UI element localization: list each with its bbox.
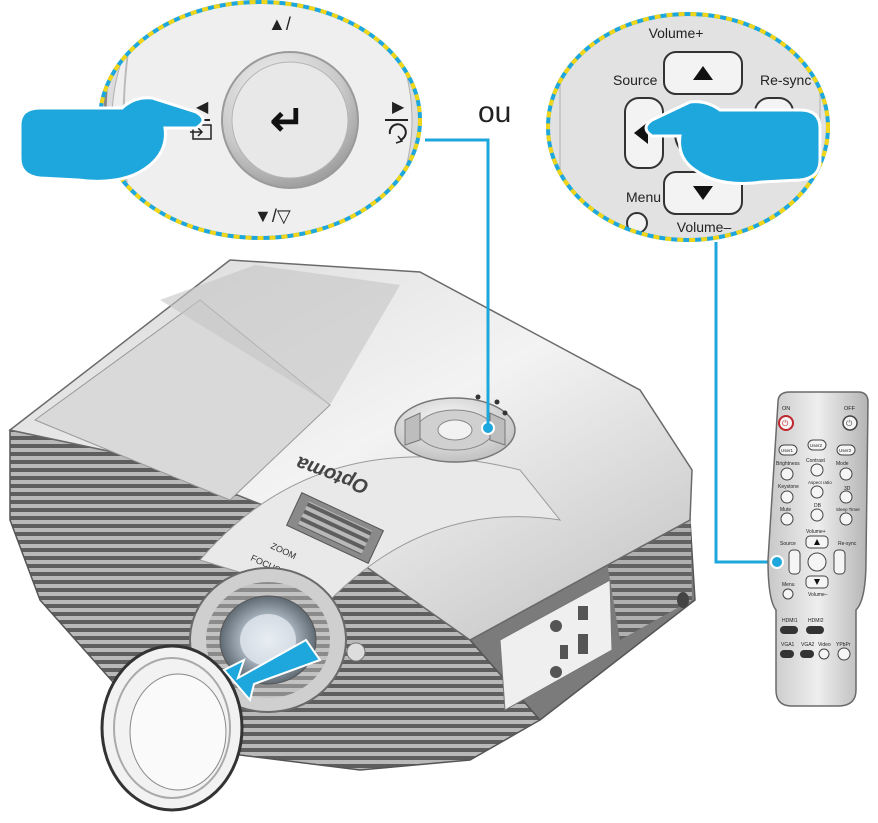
or-label: ou bbox=[478, 96, 511, 129]
user1-button[interactable] bbox=[778, 444, 798, 456]
zoom-volume-up-label: Volume+ bbox=[649, 25, 704, 41]
keypad-zoom-enter-button[interactable]: ↵ bbox=[221, 51, 359, 189]
svg-text:⏻: ⏻ bbox=[782, 419, 789, 428]
remote-volume-up-label: Volume+ bbox=[806, 529, 826, 535]
vga2-button[interactable] bbox=[800, 650, 814, 658]
video-button[interactable] bbox=[818, 648, 830, 660]
ypbpr-label: YPbPr bbox=[836, 642, 851, 648]
remote-menu-label: Menu bbox=[782, 582, 795, 588]
contrast-button[interactable] bbox=[810, 463, 824, 477]
zoom-source-label: Source bbox=[613, 72, 658, 88]
user1-label: User1 bbox=[781, 448, 794, 453]
remote-resync-label: Re-sync bbox=[838, 541, 857, 547]
ypbpr-button[interactable] bbox=[837, 647, 851, 661]
svg-text:⏻: ⏻ bbox=[846, 419, 853, 428]
ir-receiver bbox=[346, 642, 366, 662]
remote-on-label: ON bbox=[782, 406, 790, 412]
remote-menu-button[interactable] bbox=[782, 588, 794, 600]
projector: Optoma ZOOM FOCUS bbox=[8, 259, 696, 812]
pointing-hand-icon bbox=[644, 100, 822, 185]
power-on-button[interactable] bbox=[778, 415, 794, 431]
keypad-zoom-right-resync[interactable]: ▶ bbox=[385, 99, 408, 144]
lens-cap bbox=[100, 644, 244, 812]
user3-label: User3 bbox=[839, 448, 852, 453]
enter-icon: ↵ bbox=[270, 97, 305, 144]
3d-label: 3D bbox=[844, 486, 851, 492]
remote-right-button[interactable] bbox=[833, 549, 846, 575]
keypad-down-symbol: ▼/▽ bbox=[254, 206, 291, 226]
vga1-label: VGA1 bbox=[781, 642, 795, 648]
remote-enter-button[interactable] bbox=[807, 552, 827, 572]
remote-off-label: OFF bbox=[844, 406, 856, 412]
remove-cap-arrow-icon bbox=[222, 638, 322, 703]
sleep-label: Sleep Timer bbox=[836, 507, 861, 512]
db-button[interactable] bbox=[810, 508, 824, 522]
3d-button[interactable] bbox=[839, 490, 853, 504]
connector-remote bbox=[714, 242, 777, 564]
right-arrow-icon: ▶ bbox=[392, 99, 405, 116]
contrast-label: Contrast bbox=[806, 458, 826, 464]
mute-label: Mute bbox=[780, 507, 791, 513]
vga1-button[interactable] bbox=[780, 650, 794, 658]
keypad-up-symbol: ▲/ bbox=[268, 14, 291, 34]
aspect-button[interactable] bbox=[810, 485, 824, 499]
sleep-timer-button[interactable] bbox=[839, 512, 853, 526]
remote-highlight-dot bbox=[770, 555, 784, 569]
zoom-menu-label: Menu bbox=[626, 189, 661, 205]
projector-keypad[interactable] bbox=[394, 394, 516, 463]
mute-button[interactable] bbox=[780, 512, 794, 526]
remote-control: ON OFF ⏻ ⏻ User1 User2 User3 Brightness … bbox=[767, 391, 869, 707]
aspect-label: Aspect ratio bbox=[808, 480, 832, 485]
db-label: DB bbox=[814, 503, 822, 509]
resync-icon bbox=[388, 123, 407, 141]
remote-volume-down-label: Volume– bbox=[808, 592, 828, 598]
left-arrow-icon: ◀ bbox=[196, 99, 209, 116]
hdmi1-button[interactable] bbox=[780, 626, 798, 634]
zoom-volume-up-button[interactable] bbox=[663, 51, 743, 95]
brightness-label: Brightness bbox=[776, 461, 800, 467]
pointing-hand-icon bbox=[18, 96, 205, 183]
io-panel bbox=[499, 579, 613, 711]
front-sweep bbox=[199, 456, 562, 601]
user3-button[interactable] bbox=[836, 444, 856, 456]
zoom-volume-down-label: Volume– bbox=[677, 219, 732, 235]
remote-zoom-view: Volume+ Source Re-sync Menu Volume bbox=[546, 12, 830, 242]
remote-left-button[interactable] bbox=[788, 549, 801, 575]
zoom-resync-label: Re-sync bbox=[760, 72, 811, 88]
user2-button[interactable] bbox=[807, 439, 827, 451]
hdmi2-label: HDMI2 bbox=[808, 618, 824, 624]
video-label: Video bbox=[818, 642, 831, 648]
mode-button[interactable] bbox=[839, 467, 853, 481]
remote-source-label: Source bbox=[780, 541, 796, 547]
keystone-label: Keystone bbox=[778, 484, 799, 490]
hdmi1-label: HDMI1 bbox=[782, 618, 798, 624]
vga2-label: VGA2 bbox=[801, 642, 815, 648]
brightness-button[interactable] bbox=[780, 467, 794, 481]
mode-label: Mode bbox=[836, 461, 849, 467]
user2-label: User2 bbox=[810, 443, 823, 448]
hdmi2-button[interactable] bbox=[806, 626, 824, 634]
power-off-button[interactable] bbox=[842, 415, 858, 431]
keystone-button[interactable] bbox=[780, 490, 794, 504]
connector-keypad bbox=[425, 138, 490, 428]
